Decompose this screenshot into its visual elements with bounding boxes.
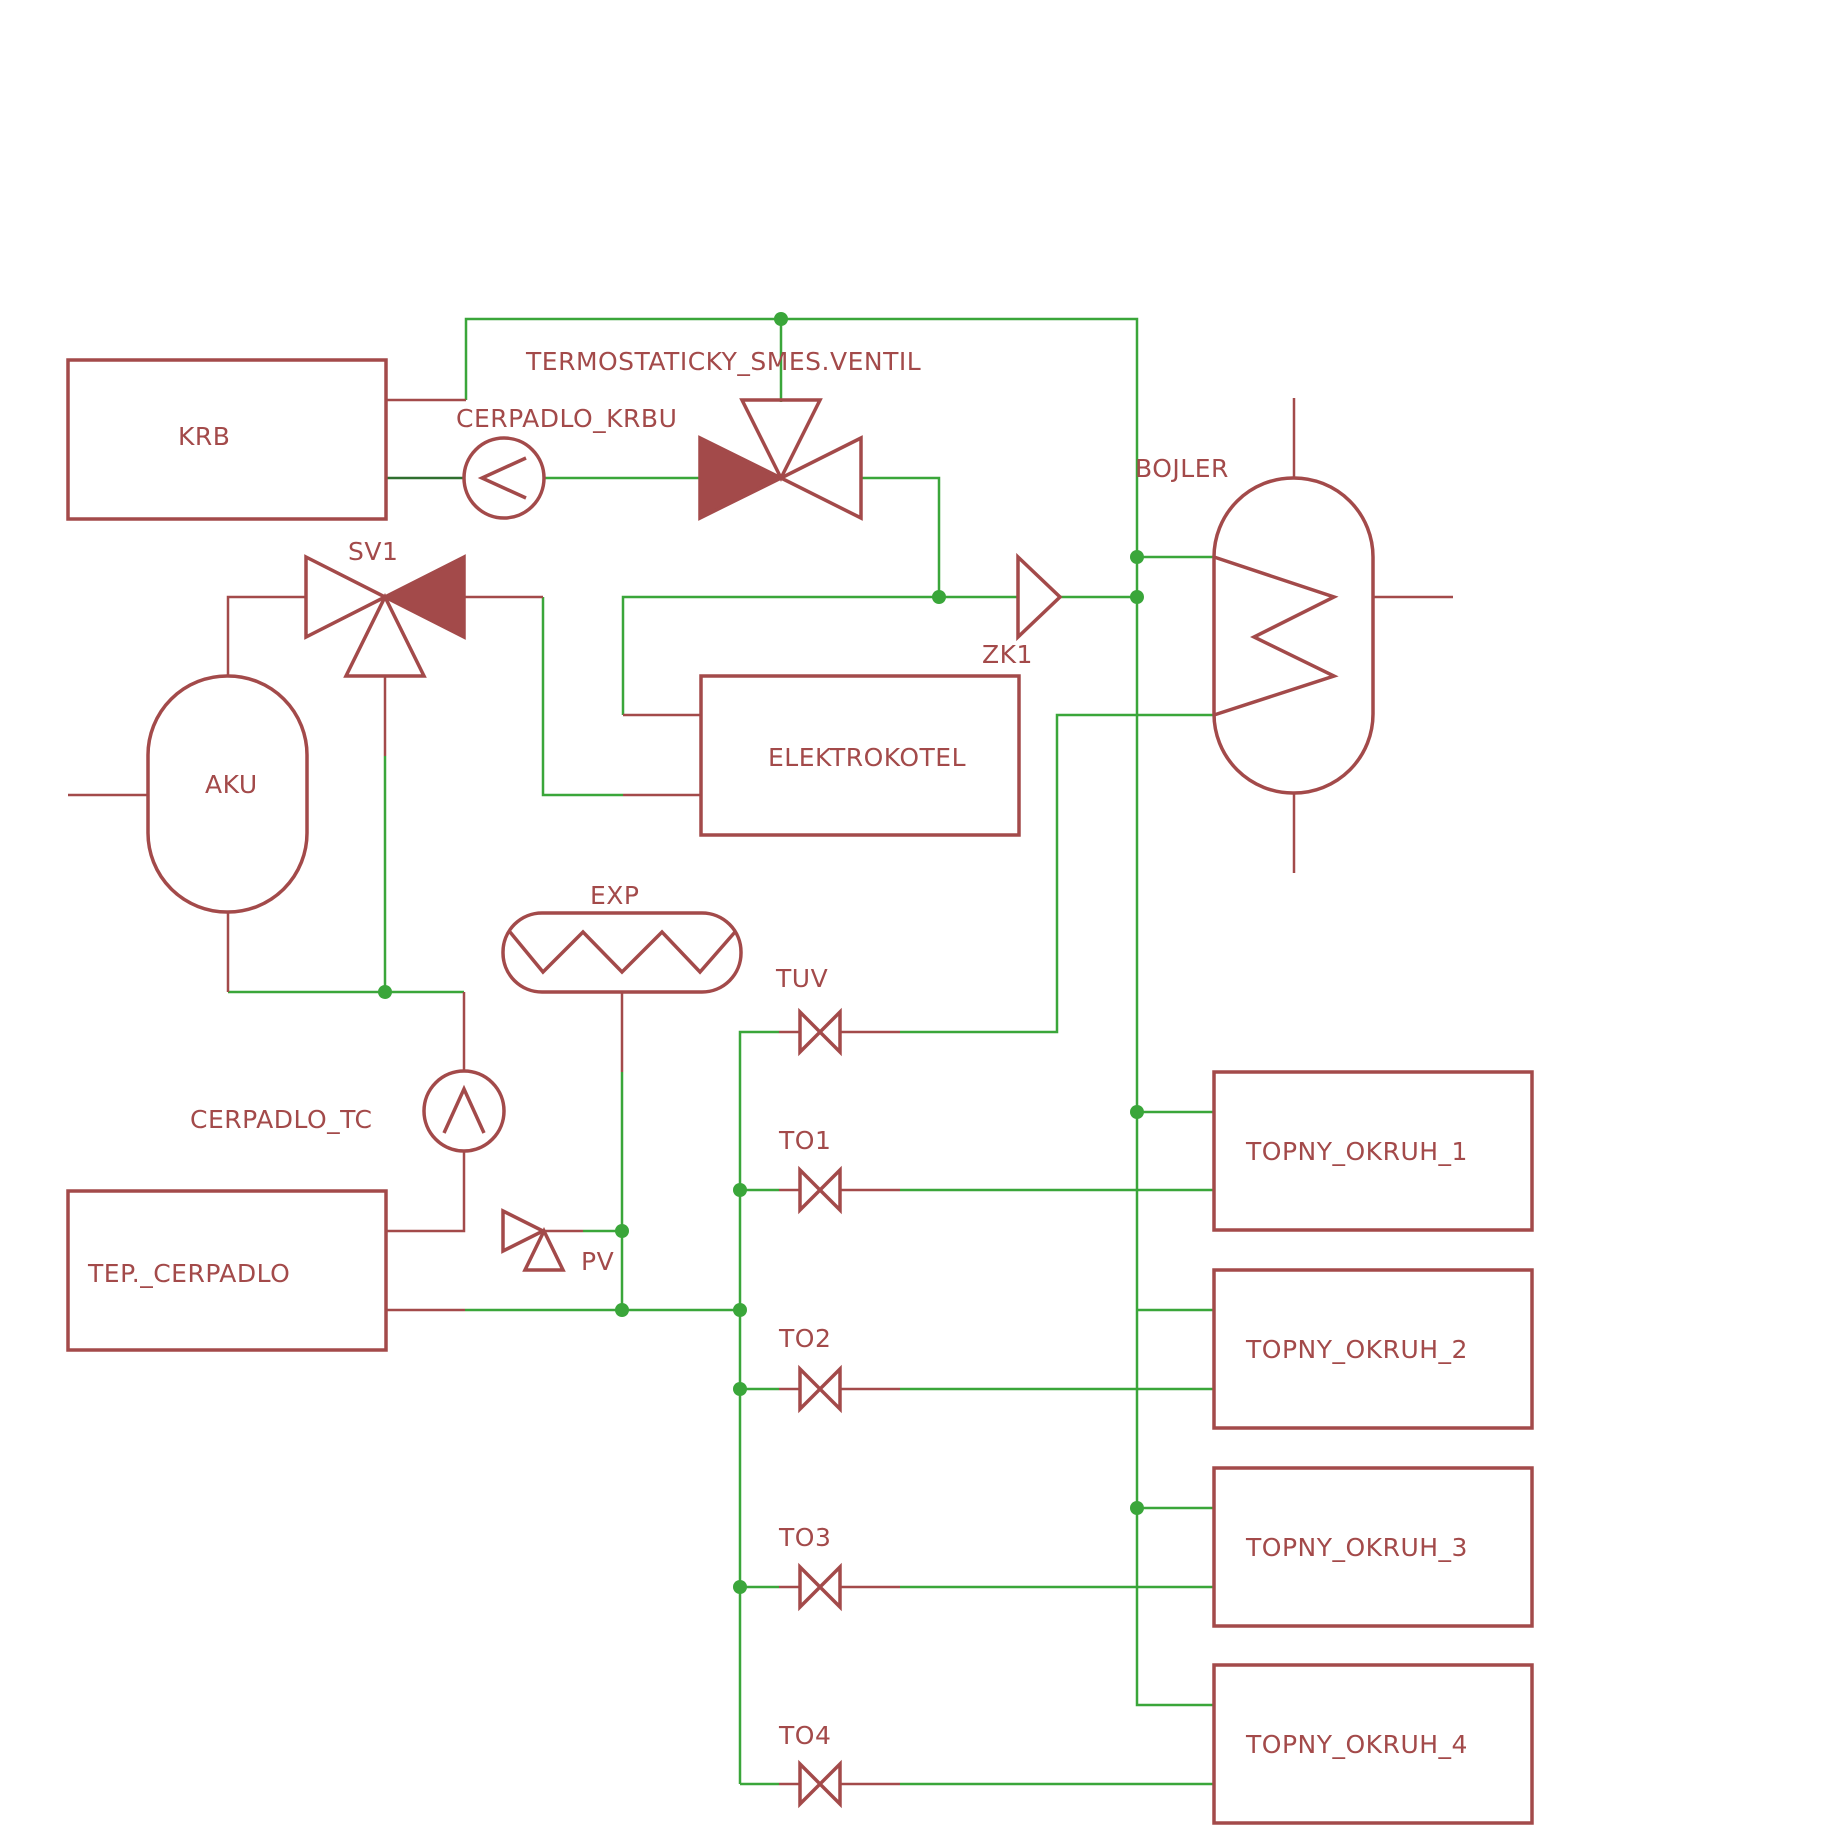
to3-label: TO3 (778, 1523, 831, 1552)
junction-dot (932, 590, 946, 604)
topny-okruh-2-component: TOPNY_OKRUH_2 (1212, 1268, 1534, 1430)
to1-label: TO1 (778, 1126, 831, 1155)
topny-okruh-3-label: TOPNY_OKRUH_3 (1245, 1533, 1468, 1562)
sv1-label: SV1 (348, 537, 398, 566)
pv-label: PV (581, 1247, 614, 1276)
bojler-label: BOJLER (1135, 454, 1229, 483)
to4-label: TO4 (778, 1721, 831, 1750)
tep-cerpadlo-component: TEP._CERPADLO (66, 1189, 465, 1352)
to2-label: TO2 (778, 1324, 831, 1353)
junction-dot (733, 1303, 747, 1317)
aku-component: AKU (68, 674, 309, 992)
junction-dot (733, 1580, 747, 1594)
junction-dot (1130, 590, 1144, 604)
junction-dot (733, 1382, 747, 1396)
termostaticky-label: TERMOSTATICKY_SMES.VENTIL (525, 347, 921, 376)
junction-dot (1130, 1105, 1144, 1119)
topny-okruh-3-component: TOPNY_OKRUH_3 (1212, 1466, 1534, 1628)
elektrokotel-component: ELEKTROKOTEL (623, 674, 1021, 837)
net-elektro-upper (621, 595, 1018, 715)
cerpadlo-tc-component: CERPADLO_TC (190, 992, 506, 1233)
tuv-label: TUV (775, 964, 828, 993)
cerpadlo-krbu-component: CERPADLO_KRBU (456, 404, 677, 520)
net-bojler-tuv (900, 713, 1214, 1034)
elektrokotel-label: ELEKTROKOTEL (768, 743, 966, 772)
cerpadlo-tc-label: CERPADLO_TC (190, 1105, 372, 1134)
aku-label: AKU (205, 770, 258, 799)
junctions (378, 312, 1144, 1594)
exp-label: EXP (590, 881, 640, 910)
junction-dot (1130, 550, 1144, 564)
tuv-valve: TUV (775, 964, 900, 1057)
net-krb-top (464, 317, 1214, 1707)
junction-dot (615, 1224, 629, 1238)
to3-valve: TO3 (778, 1523, 900, 1612)
nets (228, 317, 1214, 1786)
net-sv1-elektro (541, 597, 623, 797)
krb-label: KRB (178, 422, 230, 451)
topny-okruh-1-component: TOPNY_OKRUH_1 (1212, 1070, 1534, 1232)
zk1-check-valve: ZK1 (982, 552, 1063, 669)
topny-okruh-4-component: TOPNY_OKRUH_4 (1212, 1663, 1534, 1825)
net-mixer-right (861, 476, 941, 597)
to2-valve: TO2 (778, 1324, 900, 1414)
zk1-label: ZK1 (982, 640, 1033, 669)
topny-okruh-1-label: TOPNY_OKRUH_1 (1245, 1137, 1468, 1166)
to1-valve: TO1 (778, 1126, 900, 1215)
junction-dot (615, 1303, 629, 1317)
krb-component: KRB (66, 358, 466, 521)
topny-okruh-2-label: TOPNY_OKRUH_2 (1245, 1335, 1468, 1364)
exp-vessel: EXP (501, 881, 743, 1072)
cerpadlo-krbu-label: CERPADLO_KRBU (456, 404, 677, 433)
sv1-valve: SV1 (226, 537, 543, 756)
net-manifold-left (738, 1030, 779, 1784)
tep-cerpadlo-label: TEP._CERPADLO (87, 1259, 290, 1288)
pv-safety-valve: PV (501, 1208, 614, 1276)
topny-okruh-4-label: TOPNY_OKRUH_4 (1245, 1730, 1468, 1759)
junction-dot (774, 312, 788, 326)
to4-valve: TO4 (778, 1721, 900, 1809)
junction-dot (378, 985, 392, 999)
bojler-component: BOJLER (1135, 398, 1453, 873)
junction-dot (1130, 1501, 1144, 1515)
junction-dot (733, 1183, 747, 1197)
termostaticky-valve: TERMOSTATICKY_SMES.VENTIL (525, 347, 921, 521)
